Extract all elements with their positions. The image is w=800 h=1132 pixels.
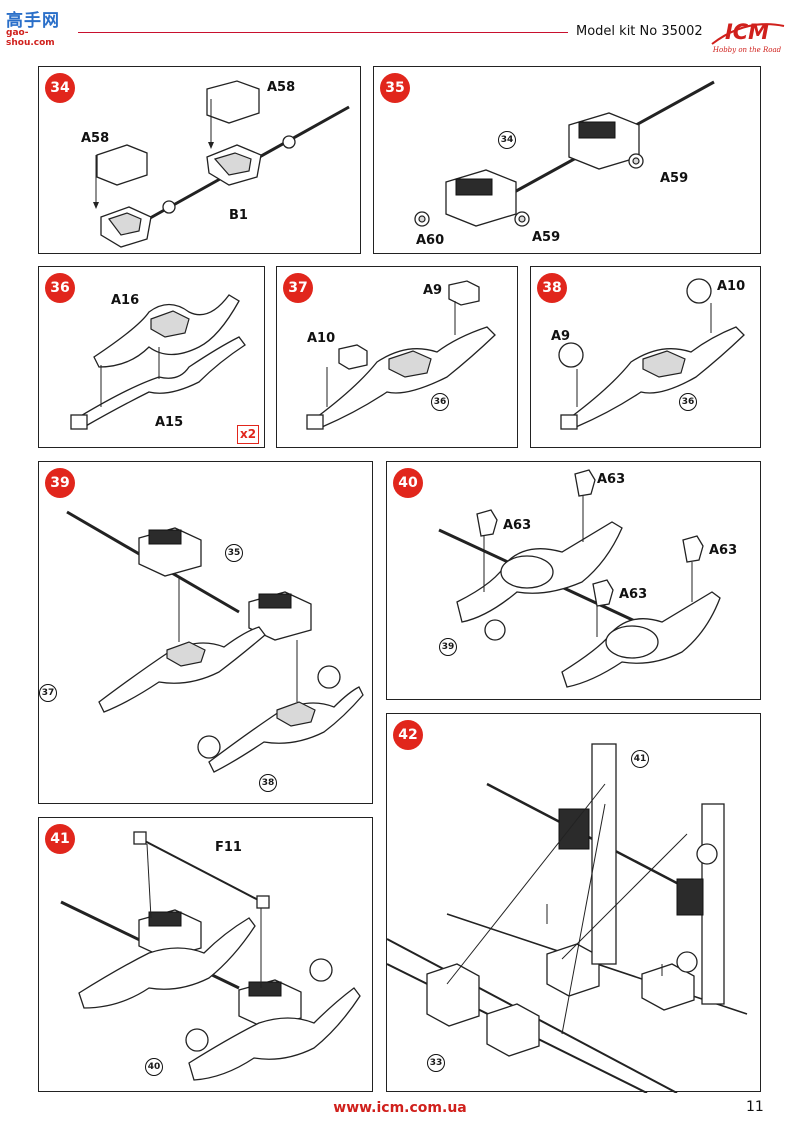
part-label-f11: F11: [215, 840, 242, 855]
watermark-subtitle: gao-shou.com: [6, 28, 55, 48]
step-number: 36: [45, 273, 75, 303]
step-36-drawing: [70, 294, 246, 430]
reference-step-33: 33: [427, 1054, 445, 1072]
step-37-panel: 37 A9 A10 36: [276, 266, 518, 448]
part-label-a9: A9: [551, 329, 571, 344]
step-34-drawing: [93, 80, 350, 248]
reference-step-39: 39: [439, 638, 457, 656]
step-35-panel: 35 34 A59 A60 A59: [373, 66, 761, 254]
step-38-drawing: [558, 278, 745, 430]
part-label-a9: A9: [423, 283, 443, 298]
footer-url[interactable]: www.icm.com.ua: [333, 1100, 467, 1116]
reference-step-38: 38: [259, 774, 277, 792]
step-number: 40: [393, 468, 423, 498]
step-number: 34: [45, 73, 75, 103]
part-label-a59-bottom: A59: [532, 230, 561, 245]
icm-logo: ICM Hobby on the Road: [706, 16, 788, 60]
part-label-a59-right: A59: [660, 171, 689, 186]
step-34-panel: 34 A58 A58 B1: [38, 66, 361, 254]
step-40-drawing: [438, 469, 721, 688]
part-label-a58-left: A58: [81, 131, 110, 146]
step-37-drawing: [306, 280, 496, 430]
step-number: 35: [380, 73, 410, 103]
page-title: Model kit No 35002: [576, 24, 703, 39]
step-40-panel: 40 A63 A63 A63 A63 39: [386, 461, 761, 700]
part-label-a10: A10: [717, 279, 746, 294]
step-39-drawing: [66, 510, 364, 773]
step-number: 42: [393, 720, 423, 750]
reference-step-41: 41: [631, 750, 649, 768]
part-label-a63-right: A63: [709, 543, 738, 558]
reference-step-36: 36: [431, 393, 449, 411]
part-label-a63-mid: A63: [619, 587, 648, 602]
part-label-a58-top: A58: [267, 80, 296, 95]
reference-step-35: 35: [225, 544, 243, 562]
header-rule: [78, 32, 568, 33]
step-41-panel: 41 F11 40: [38, 817, 373, 1092]
part-label-a63-top: A63: [597, 472, 626, 487]
page-number: 11: [746, 1099, 764, 1115]
logo-text: ICM: [724, 20, 770, 44]
step-35-drawing: [414, 80, 715, 227]
reference-step-36: 36: [679, 393, 697, 411]
step-42-panel: 42 41 33: [386, 713, 761, 1093]
step-number: 41: [45, 824, 75, 854]
step-number: 39: [45, 468, 75, 498]
step-38-panel: 38 A10 A9 36: [530, 266, 761, 448]
reference-step-40: 40: [145, 1058, 163, 1076]
step-number: 37: [283, 273, 313, 303]
reference-step-34: 34: [498, 131, 516, 149]
part-label-a63-left: A63: [503, 518, 532, 533]
part-label-a60: A60: [416, 233, 445, 248]
logo-tagline: Hobby on the Road: [712, 46, 782, 54]
reference-step-37: 37: [39, 684, 57, 702]
logo-swoosh-icon: [711, 23, 785, 45]
step-36-panel: 36 A16 A15 x2: [38, 266, 265, 448]
quantity-badge: x2: [237, 425, 260, 444]
step-42-drawing: [387, 743, 748, 1093]
watermark-title: 高手网: [6, 11, 60, 31]
part-label-a16: A16: [111, 293, 140, 308]
part-label-b1: B1: [229, 208, 248, 223]
step-39-panel: 39 35 37 38: [38, 461, 373, 804]
part-label-a10: A10: [307, 331, 336, 346]
part-label-a15: A15: [155, 415, 184, 430]
step-number: 38: [537, 273, 567, 303]
watermark-logo: 高手网 gao-shou.com: [6, 6, 72, 48]
step-41-drawing: [60, 831, 361, 1081]
